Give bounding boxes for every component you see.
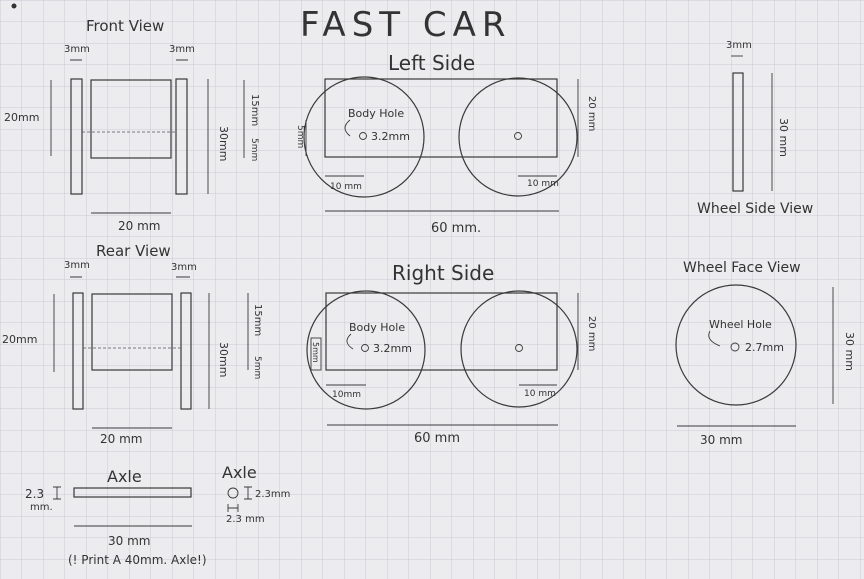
wheel-side-height-label: 30 mm — [777, 118, 790, 157]
axle-long-diameter: 2.3 — [25, 487, 44, 501]
right-hole-diameter: 3.2mm — [373, 342, 412, 355]
rear-left-wheel — [72, 292, 84, 410]
wheel-hole-arrow — [708, 330, 721, 347]
wheel-side-rect — [732, 72, 744, 192]
front-view: Front View 3mm 3mm 20mm 30mm 15mm 5mm 20… — [4, 17, 260, 233]
axle-long-unit: mm. — [30, 502, 53, 513]
wheel-face-height-label: 30 mm — [843, 332, 856, 371]
left-hole-label: Body Hole — [348, 107, 404, 120]
wheel-face-circle — [675, 284, 797, 406]
wheel-hole — [730, 342, 740, 352]
front-30-label: 30mm — [217, 126, 230, 161]
left-side-view: Left Side Body Hole 3.2mm 5mm 10 mm 10 m… — [295, 51, 597, 236]
rear-w2-label: 3mm — [171, 262, 197, 273]
right-side-view: Right Side Body Hole 3.2mm 5mm 10mm 10 m… — [306, 261, 597, 446]
rear-view: Rear View 3mm 3mm 20mm 30mm 15mm 5mm 20 … — [2, 242, 263, 446]
rear-view-label: Rear View — [96, 242, 171, 260]
left-body-hole-rear — [514, 132, 522, 140]
right-hole-arrow — [346, 333, 354, 350]
axle-end-circle — [227, 487, 239, 499]
right-body-hole-front — [361, 344, 369, 352]
wheel-side-view-label: Wheel Side View — [697, 201, 813, 217]
axle-end-width-mark — [227, 504, 239, 512]
left-body — [324, 78, 558, 158]
left-rear-wheel — [458, 77, 578, 197]
left-hole-diameter: 3.2mm — [371, 130, 410, 143]
right-hole-label: Body Hole — [349, 321, 405, 334]
punch-mark — [11, 3, 17, 9]
front-15-label: 15mm — [249, 94, 260, 126]
axle-end: Axle 2.3mm 2.3 mm — [222, 463, 290, 525]
right-rear-wheel — [460, 290, 578, 408]
left-5mm-label: 5mm — [295, 125, 305, 148]
left-hole-arrow — [344, 119, 351, 137]
right-10b-label: 10 mm — [524, 389, 556, 399]
right-5mm-box — [310, 337, 322, 371]
left-side-label: Left Side — [388, 51, 475, 75]
right-10a-label: 10mm — [332, 390, 361, 400]
front-right-wheel — [175, 78, 188, 195]
axle-long: Axle 2.3 mm. 30 mm (! Print A 40mm. Axle… — [25, 467, 207, 567]
left-10a-label: 10 mm — [330, 182, 362, 192]
rear-15-label: 15mm — [252, 304, 263, 336]
wheel-face-view-label: Wheel Face View — [683, 260, 801, 276]
axle-long-i-mark — [53, 486, 61, 500]
right-60-label: 60 mm — [414, 431, 460, 446]
rear-height-label: 20mm — [2, 333, 37, 346]
wheel-hole-diameter: 2.7mm — [745, 341, 784, 354]
right-side-label: Right Side — [392, 261, 494, 285]
left-10b-label: 10 mm — [527, 179, 559, 189]
front-view-label: Front View — [86, 17, 164, 35]
axle-print-note: (! Print A 40mm. Axle!) — [68, 553, 207, 567]
right-body-hole-rear — [515, 344, 523, 352]
right-front-wheel — [306, 290, 426, 410]
rear-30-label: 30mm — [217, 342, 230, 377]
wheel-side-width-label: 3mm — [726, 40, 752, 51]
right-body — [325, 292, 558, 371]
wheel-hole-label: Wheel Hole — [709, 318, 772, 331]
left-20-label: 20 mm — [586, 96, 597, 131]
front-body — [90, 79, 172, 159]
wheel-face-view: Wheel Face View Wheel Hole 2.7mm 30 mm 3… — [675, 260, 856, 447]
front-w1-label: 3mm — [64, 44, 90, 55]
rear-right-wheel — [180, 292, 192, 410]
rear-5-label: 5mm — [252, 356, 262, 379]
left-front-wheel — [303, 76, 425, 198]
front-height-label: 20mm — [4, 111, 39, 124]
front-w2-label: 3mm — [169, 44, 195, 55]
axle-end-width-label: 2.3 mm — [226, 514, 265, 525]
front-5-label: 5mm — [249, 138, 259, 161]
rear-body — [91, 293, 173, 371]
right-5mm-label: 5mm — [311, 342, 320, 363]
axle-long-label: Axle — [107, 467, 142, 486]
left-body-hole-front — [359, 132, 367, 140]
wheel-side-view: 3mm 30 mm Wheel Side View — [697, 40, 813, 217]
axle-end-diameter: 2.3mm — [255, 489, 290, 500]
axle-long-rect — [73, 487, 192, 498]
axle-end-i-mark — [244, 486, 252, 500]
rear-w1-label: 3mm — [64, 260, 90, 271]
left-60-label: 60 mm. — [431, 221, 481, 236]
rear-width-label: 20 mm — [100, 432, 142, 446]
axle-end-label: Axle — [222, 463, 257, 482]
right-20-label: 20 mm — [586, 316, 597, 351]
axle-long-length-label: 30 mm — [108, 534, 150, 548]
page-title: FAST CAR — [300, 5, 511, 45]
wheel-face-width-label: 30 mm — [700, 433, 742, 447]
front-width-label: 20 mm — [118, 219, 160, 233]
front-left-wheel — [70, 78, 83, 195]
